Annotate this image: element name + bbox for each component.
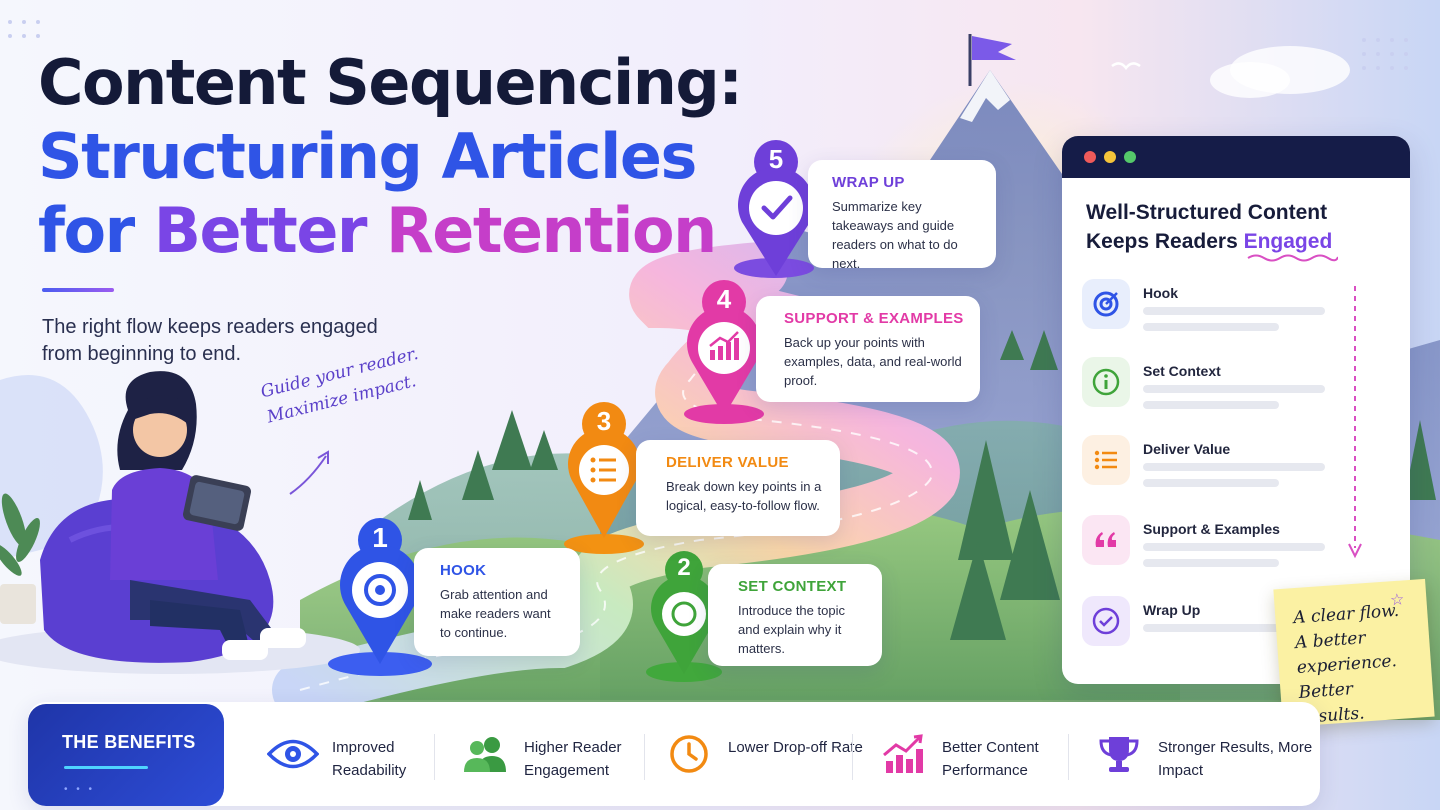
placeholder-line xyxy=(1143,401,1279,409)
benefit-label: Better Content Performance xyxy=(942,739,1039,779)
step-title: WRAP UP xyxy=(832,174,905,191)
list-icon xyxy=(1082,435,1130,485)
step-pin-1 xyxy=(340,518,420,664)
benefit-divider xyxy=(434,734,435,780)
benefit-label: Stronger Results, More Impact xyxy=(1158,739,1313,779)
placeholder-line xyxy=(1143,323,1279,331)
panel-titlebar xyxy=(1062,136,1410,178)
benefit-label: Improved Readability xyxy=(332,739,407,779)
panel-item-deliver-value: Deliver Value xyxy=(1082,435,1352,491)
window-dot-yellow xyxy=(1104,151,1116,163)
panel-item-wrap-up: Wrap Up xyxy=(1082,596,1352,652)
panel-item-label: Wrap Up xyxy=(1143,602,1201,618)
step-description: Summarize key takeaways and guide reader… xyxy=(832,199,958,271)
check-circle-icon xyxy=(1082,596,1130,646)
step-card-hook: HOOK Grab attention and make readers wan… xyxy=(414,548,580,656)
placeholder-line xyxy=(1143,543,1325,551)
chart-icon xyxy=(876,732,930,776)
trophy-icon xyxy=(1092,732,1146,776)
step-number-2: 2 xyxy=(677,554,691,581)
placeholder-line xyxy=(1143,624,1283,632)
placeholder-line xyxy=(1143,385,1325,393)
title-line-3-a: for xyxy=(38,194,154,267)
info-icon xyxy=(1082,357,1130,407)
benefit-divider xyxy=(1068,734,1069,780)
panel-item-label: Hook xyxy=(1143,285,1178,301)
step-card-set-context: SET CONTEXT Introduce the topic and expl… xyxy=(708,564,882,666)
benefit-stronger-results: Stronger Results, More Impact xyxy=(1092,724,1312,788)
step-number-4: 4 xyxy=(716,284,732,314)
placeholder-line xyxy=(1143,463,1325,471)
step-description: Grab attention and make readers want to … xyxy=(440,587,551,640)
panel-item-support-examples: Support & Examples xyxy=(1082,515,1352,571)
squiggle-underline xyxy=(1247,254,1338,262)
panel-item-label: Set Context xyxy=(1143,363,1221,379)
eye-icon xyxy=(266,732,320,776)
title-divider xyxy=(42,288,114,292)
window-dot-red xyxy=(1084,151,1096,163)
title-line-3-b: Better xyxy=(153,194,387,267)
clock-icon xyxy=(662,732,716,776)
benefit-label: Higher Reader Engagement xyxy=(524,739,622,779)
step-card-wrap-up: WRAP UP Summarize key takeaways and guid… xyxy=(808,160,996,271)
step-number-3: 3 xyxy=(596,406,612,436)
placeholder-line xyxy=(1143,307,1325,315)
panel-item-label: Support & Examples xyxy=(1143,521,1280,537)
benefit-divider xyxy=(852,734,853,780)
subtitle: The right flow keeps readers engaged fro… xyxy=(42,316,378,365)
benefit-lower-dropoff: Lower Drop-off Rate xyxy=(662,724,863,788)
benefit-improved-readability: Improved Readability xyxy=(266,724,426,788)
star-icon: ☆ xyxy=(1389,589,1406,610)
step-card-deliver-value: DELIVER VALUE Break down key points in a… xyxy=(636,440,840,536)
step-title: SUPPORT & EXAMPLES xyxy=(784,310,964,327)
title-line-3-c: Retention xyxy=(386,194,717,267)
people-icon xyxy=(458,732,512,776)
title-line-3: for Better Retention xyxy=(38,194,758,268)
benefits-heading: THE BENEFITS xyxy=(62,732,196,752)
step-pin-2 xyxy=(651,551,717,674)
step-pin-5 xyxy=(738,140,814,276)
benefits-bar xyxy=(28,702,1320,806)
title-line-2: Structuring Articles xyxy=(38,120,758,194)
title-line-2-text: Structuring Articles xyxy=(38,120,697,193)
step-description: Back up your points with examples, data,… xyxy=(784,335,962,388)
benefit-label: Lower Drop-off Rate xyxy=(728,739,863,756)
benefit-divider xyxy=(644,734,645,780)
placeholder-line xyxy=(1143,559,1279,567)
panel-item-label: Deliver Value xyxy=(1143,441,1231,457)
step-title: SET CONTEXT xyxy=(738,578,847,595)
panel-item-set-context: Set Context xyxy=(1082,357,1352,413)
window-dot-green xyxy=(1124,151,1136,163)
step-number-5: 5 xyxy=(768,144,784,174)
step-pin-4 xyxy=(687,280,761,416)
panel-heading: Well-Structured Content Keeps Readers En… xyxy=(1086,198,1386,256)
benefits-heading-underline xyxy=(64,766,148,769)
step-description: Break down key points in a logical, easy… xyxy=(666,479,822,513)
step-card-support-examples: SUPPORT & EXAMPLES Back up your points w… xyxy=(756,296,980,402)
step-title: HOOK xyxy=(440,562,487,579)
panel-item-hook: Hook xyxy=(1082,279,1352,335)
step-pin-3 xyxy=(568,402,640,538)
benefit-higher-engagement: Higher Reader Engagement xyxy=(458,724,634,788)
panel-heading-a: Well-Structured Content Keeps Readers xyxy=(1086,201,1328,253)
page-title: Content Sequencing: Structuring Articles… xyxy=(38,46,758,268)
step-title: DELIVER VALUE xyxy=(666,454,789,471)
step-description: Introduce the topic and explain why it m… xyxy=(738,603,845,656)
title-line-1: Content Sequencing: xyxy=(38,46,743,119)
benefits-heading-box: THE BENEFITS • • • xyxy=(28,704,224,806)
quote-icon xyxy=(1082,515,1130,565)
placeholder-line xyxy=(1143,479,1279,487)
panel-heading-b: Engaged xyxy=(1243,230,1333,253)
step-number-1: 1 xyxy=(372,522,388,553)
target-icon xyxy=(1082,279,1130,329)
benefits-heading-dots: • • • xyxy=(64,784,96,795)
dashed-arrow xyxy=(1348,286,1362,559)
benefit-better-performance: Better Content Performance xyxy=(876,724,1060,788)
